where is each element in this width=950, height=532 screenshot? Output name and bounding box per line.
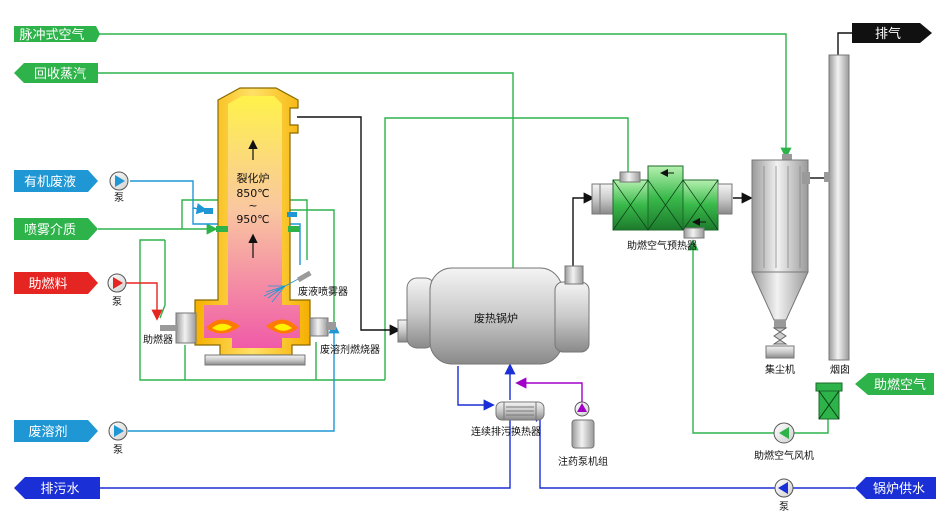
cracking-furnace[interactable]: 裂化炉 850℃ ~ 950℃ — [194, 87, 312, 366]
furnace-label: 裂化炉 — [237, 171, 270, 185]
pipe-flue-gas-2 — [572, 192, 595, 268]
pump-aux-fuel[interactable]: 泵 — [107, 273, 127, 308]
pumps: 泵 泵 泵 泵 — [107, 171, 794, 513]
burner[interactable]: 助燃器 — [143, 312, 197, 346]
svg-text:助燃空气风机: 助燃空气风机 — [754, 449, 814, 462]
svg-text:回收蒸汽: 回收蒸汽 — [34, 67, 86, 82]
svg-text:烟囱: 烟囱 — [830, 363, 850, 376]
pipe-exhaust — [837, 32, 852, 55]
pump-boiler-feed[interactable]: 泵 — [774, 478, 794, 513]
pipe-aux-fuel — [126, 282, 163, 321]
tag-exhaust: 排气 — [852, 23, 932, 43]
solvent-burner[interactable]: 废溶剂燃烧器 — [309, 317, 380, 356]
tag-boiler-feed: 锅炉供水 — [855, 477, 936, 499]
dust-collector[interactable]: 集尘机 — [751, 154, 810, 376]
pump-dosing[interactable] — [574, 401, 590, 417]
svg-text:注药泵机组: 注药泵机组 — [558, 455, 608, 468]
pipe-air-to-furnace — [139, 239, 385, 381]
svg-text:助燃器: 助燃器 — [143, 333, 173, 346]
chimney[interactable]: 烟囱 — [824, 54, 850, 376]
tag-organic-waste: 有机废液 — [14, 170, 98, 192]
svg-text:集尘机: 集尘机 — [765, 363, 795, 376]
svg-text:助燃料: 助燃料 — [28, 276, 67, 292]
pipe-flue-gas-1 — [297, 116, 401, 336]
pipe-combustion-air — [687, 239, 829, 434]
furnace-temp-tilde: ~ — [248, 199, 257, 212]
svg-text:废溶剂燃烧器: 废溶剂燃烧器 — [320, 343, 380, 356]
combustion-fan[interactable]: 助燃空气风机 — [754, 422, 814, 462]
tag-pulse-air: 脉冲式空气 — [14, 26, 100, 43]
tag-spray-medium: 喷雾介质 — [14, 218, 98, 240]
dosing-pump-unit[interactable]: 注药泵机组 — [558, 419, 608, 468]
svg-text:泵: 泵 — [779, 501, 789, 513]
pipes — [98, 32, 855, 489]
svg-text:连续排污换热器: 连续排污换热器 — [471, 425, 541, 438]
spray-nozzle — [263, 277, 301, 303]
tags: 脉冲式空气 回收蒸汽 有机废液 喷雾介质 助燃料 废溶剂 排污水 排气 — [14, 23, 936, 499]
pipe-recovered-steam — [98, 72, 514, 275]
furnace-temp-bottom: 950℃ — [236, 213, 269, 226]
tag-blowdown-water: 排污水 — [14, 477, 100, 499]
label-waste-liquid-atomizer: 废液喷雾器 — [298, 285, 348, 298]
tag-waste-solvent: 废溶剂 — [14, 420, 98, 442]
air-preheater[interactable]: 助燃空气预热器 — [591, 165, 733, 252]
svg-text:助燃空气: 助燃空气 — [874, 377, 926, 393]
svg-text:排污水: 排污水 — [40, 482, 79, 497]
pipe-air-branch — [159, 240, 166, 319]
svg-text:排气: 排气 — [875, 26, 901, 42]
tag-combustion-air: 助燃空气 — [855, 373, 934, 395]
pipe-preheated-air — [384, 117, 629, 380]
air-filter[interactable] — [815, 382, 843, 420]
svg-text:喷雾介质: 喷雾介质 — [24, 223, 76, 238]
svg-text:废热锅炉: 废热锅炉 — [474, 311, 518, 325]
svg-text:脉冲式空气: 脉冲式空气 — [19, 27, 84, 43]
svg-text:助燃空气预热器: 助燃空气预热器 — [627, 239, 697, 252]
pipe-waste-solvent — [128, 322, 340, 432]
pump-waste-solvent[interactable]: 泵 — [108, 421, 128, 456]
pipe-spray-medium-3 — [290, 209, 335, 330]
blowdown-exchanger[interactable]: 连续排污换热器 — [471, 401, 545, 438]
svg-text:废溶剂: 废溶剂 — [28, 424, 67, 440]
svg-text:泵: 泵 — [112, 296, 122, 308]
waste-heat-boiler[interactable]: 废热锅炉 — [397, 265, 590, 365]
furnace-temp-top: 850℃ — [236, 187, 269, 200]
svg-text:泵: 泵 — [114, 192, 124, 204]
pump-organic-waste[interactable]: 泵 — [109, 171, 129, 204]
svg-text:泵: 泵 — [113, 444, 123, 456]
pipe-blowdown — [457, 366, 495, 411]
pipe-dosing — [515, 377, 583, 402]
pipe-organic-waste — [130, 180, 208, 215]
tag-aux-fuel: 助燃料 — [14, 272, 98, 294]
pipe-blowdown-out — [100, 420, 511, 489]
svg-text:锅炉供水: 锅炉供水 — [873, 481, 925, 497]
svg-text:有机废液: 有机废液 — [24, 174, 76, 190]
pipe-pulse-air — [98, 33, 792, 159]
tag-recovered-steam: 回收蒸汽 — [14, 63, 98, 83]
